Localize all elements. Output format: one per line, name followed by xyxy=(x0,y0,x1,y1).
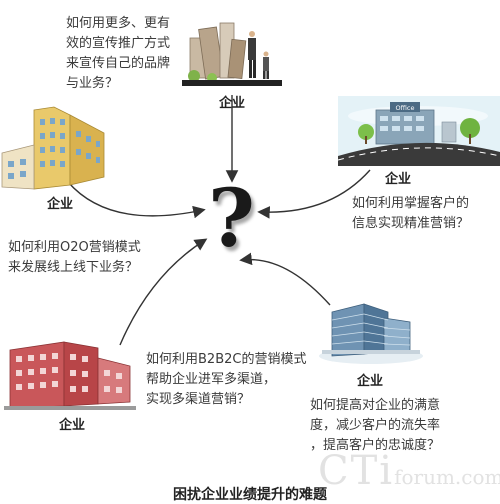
arrow-from-left xyxy=(67,181,206,219)
blue-office-illustration xyxy=(319,303,423,364)
node-bottom-right-label: 企业 xyxy=(356,374,383,389)
node-bottom-left-question: 如何利用B2B2C的营销模式 帮助企业进军多渠道， 实现多渠道营销？ xyxy=(146,350,336,410)
arrow-from-bottom-left xyxy=(119,238,208,346)
question-line: 信息实现精准营销？ xyxy=(352,216,470,231)
question-line: 如何利用O2O营销模式 xyxy=(8,240,141,255)
red-building-illustration xyxy=(4,341,136,410)
yellow-building-illustration xyxy=(1,106,105,190)
arrow-from-right xyxy=(257,169,371,219)
question-line: 帮助企业进军多渠道， xyxy=(146,372,277,387)
question-line: 如何用更多、更有 xyxy=(66,16,171,31)
question-line: 如何利用B2B2C的营销模式 xyxy=(146,352,307,367)
office-building-illustration: Office xyxy=(338,96,500,166)
node-left: 企业 xyxy=(0,105,110,215)
node-bottom-left: 企业 xyxy=(4,338,136,438)
node-bottom-left-label: 企业 xyxy=(58,418,85,433)
node-top: 企业 xyxy=(182,18,282,118)
question-line: 来宣传自己的品牌 xyxy=(66,56,171,71)
question-line: 实现多渠道营销？ xyxy=(146,392,251,407)
question-line: 如何提高对企业的满意 xyxy=(310,398,441,413)
watermark: CTiforum.com xyxy=(318,448,500,494)
node-right-question: 如何利用掌握客户的 信息实现精准营销？ xyxy=(352,194,500,234)
diagram-caption: 困扰企业业绩提升的难题 xyxy=(173,487,327,503)
watermark-main: CTi xyxy=(318,448,395,494)
node-right-label: 企业 xyxy=(384,172,411,187)
office-sign-text: Office xyxy=(396,104,415,112)
node-left-question: 如何利用O2O营销模式 来发展线上线下业务？ xyxy=(8,238,188,278)
question-mark-icon: ? xyxy=(208,171,255,265)
node-bottom-right: 企业 xyxy=(318,298,424,390)
city-business-illustration xyxy=(182,18,282,90)
arrow-from-bottom-right xyxy=(239,252,331,306)
question-line: 来发展线上线下业务？ xyxy=(8,260,139,275)
watermark-sub: forum.com xyxy=(394,465,500,489)
question-line: 与业务？ xyxy=(66,76,119,91)
node-top-question: 如何用更多、更有 效的宣传推广方式 来宣传自己的品牌 与业务？ xyxy=(66,14,182,94)
question-line: ，提高客户的忠诚度？ xyxy=(310,438,441,453)
node-bottom-right-question: 如何提高对企业的满意 度，减少客户的流失率 ，提高客户的忠诚度？ xyxy=(310,396,490,456)
question-line: 效的宣传推广方式 xyxy=(66,36,171,51)
question-line: 度，减少客户的流失率 xyxy=(310,418,441,433)
node-right: Office 企业 xyxy=(338,96,500,187)
node-top-label: 企业 xyxy=(218,96,245,111)
question-line: 如何利用掌握客户的 xyxy=(352,196,470,211)
node-left-label: 企业 xyxy=(46,197,73,212)
